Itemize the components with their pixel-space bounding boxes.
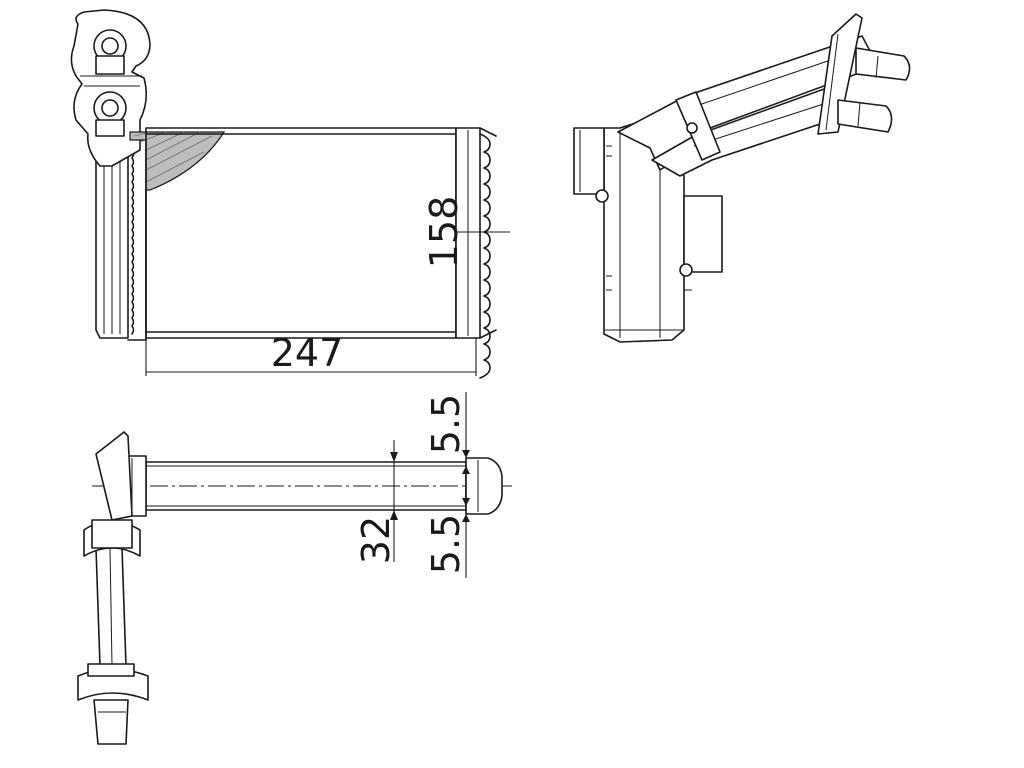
width-dimension-label: 247	[271, 331, 344, 375]
top-flange-dimension-upper: 5.5	[424, 392, 470, 578]
thickness-dimension-label: 32	[354, 516, 398, 564]
side-view	[573, 13, 911, 343]
top-thickness-dimension: 32	[354, 440, 398, 564]
front-left-tank	[95, 139, 147, 341]
lower-flange-dimension-label: 5.5	[424, 514, 468, 574]
front-right-tank	[455, 127, 497, 379]
front-width-dimension: 247	[145, 331, 477, 376]
front-view: 158 247	[70, 9, 510, 379]
front-height-dimension: 158	[422, 196, 510, 269]
top-flange-dimension-lower: 5.5	[424, 498, 470, 574]
front-hatched-section	[129, 131, 226, 191]
height-dimension-label: 158	[422, 196, 466, 269]
upper-flange-dimension-label: 5.5	[424, 394, 468, 454]
top-view: 32 5.5 5.5	[77, 392, 512, 745]
side-pipes	[617, 13, 911, 177]
front-pipe-flange	[70, 9, 151, 167]
